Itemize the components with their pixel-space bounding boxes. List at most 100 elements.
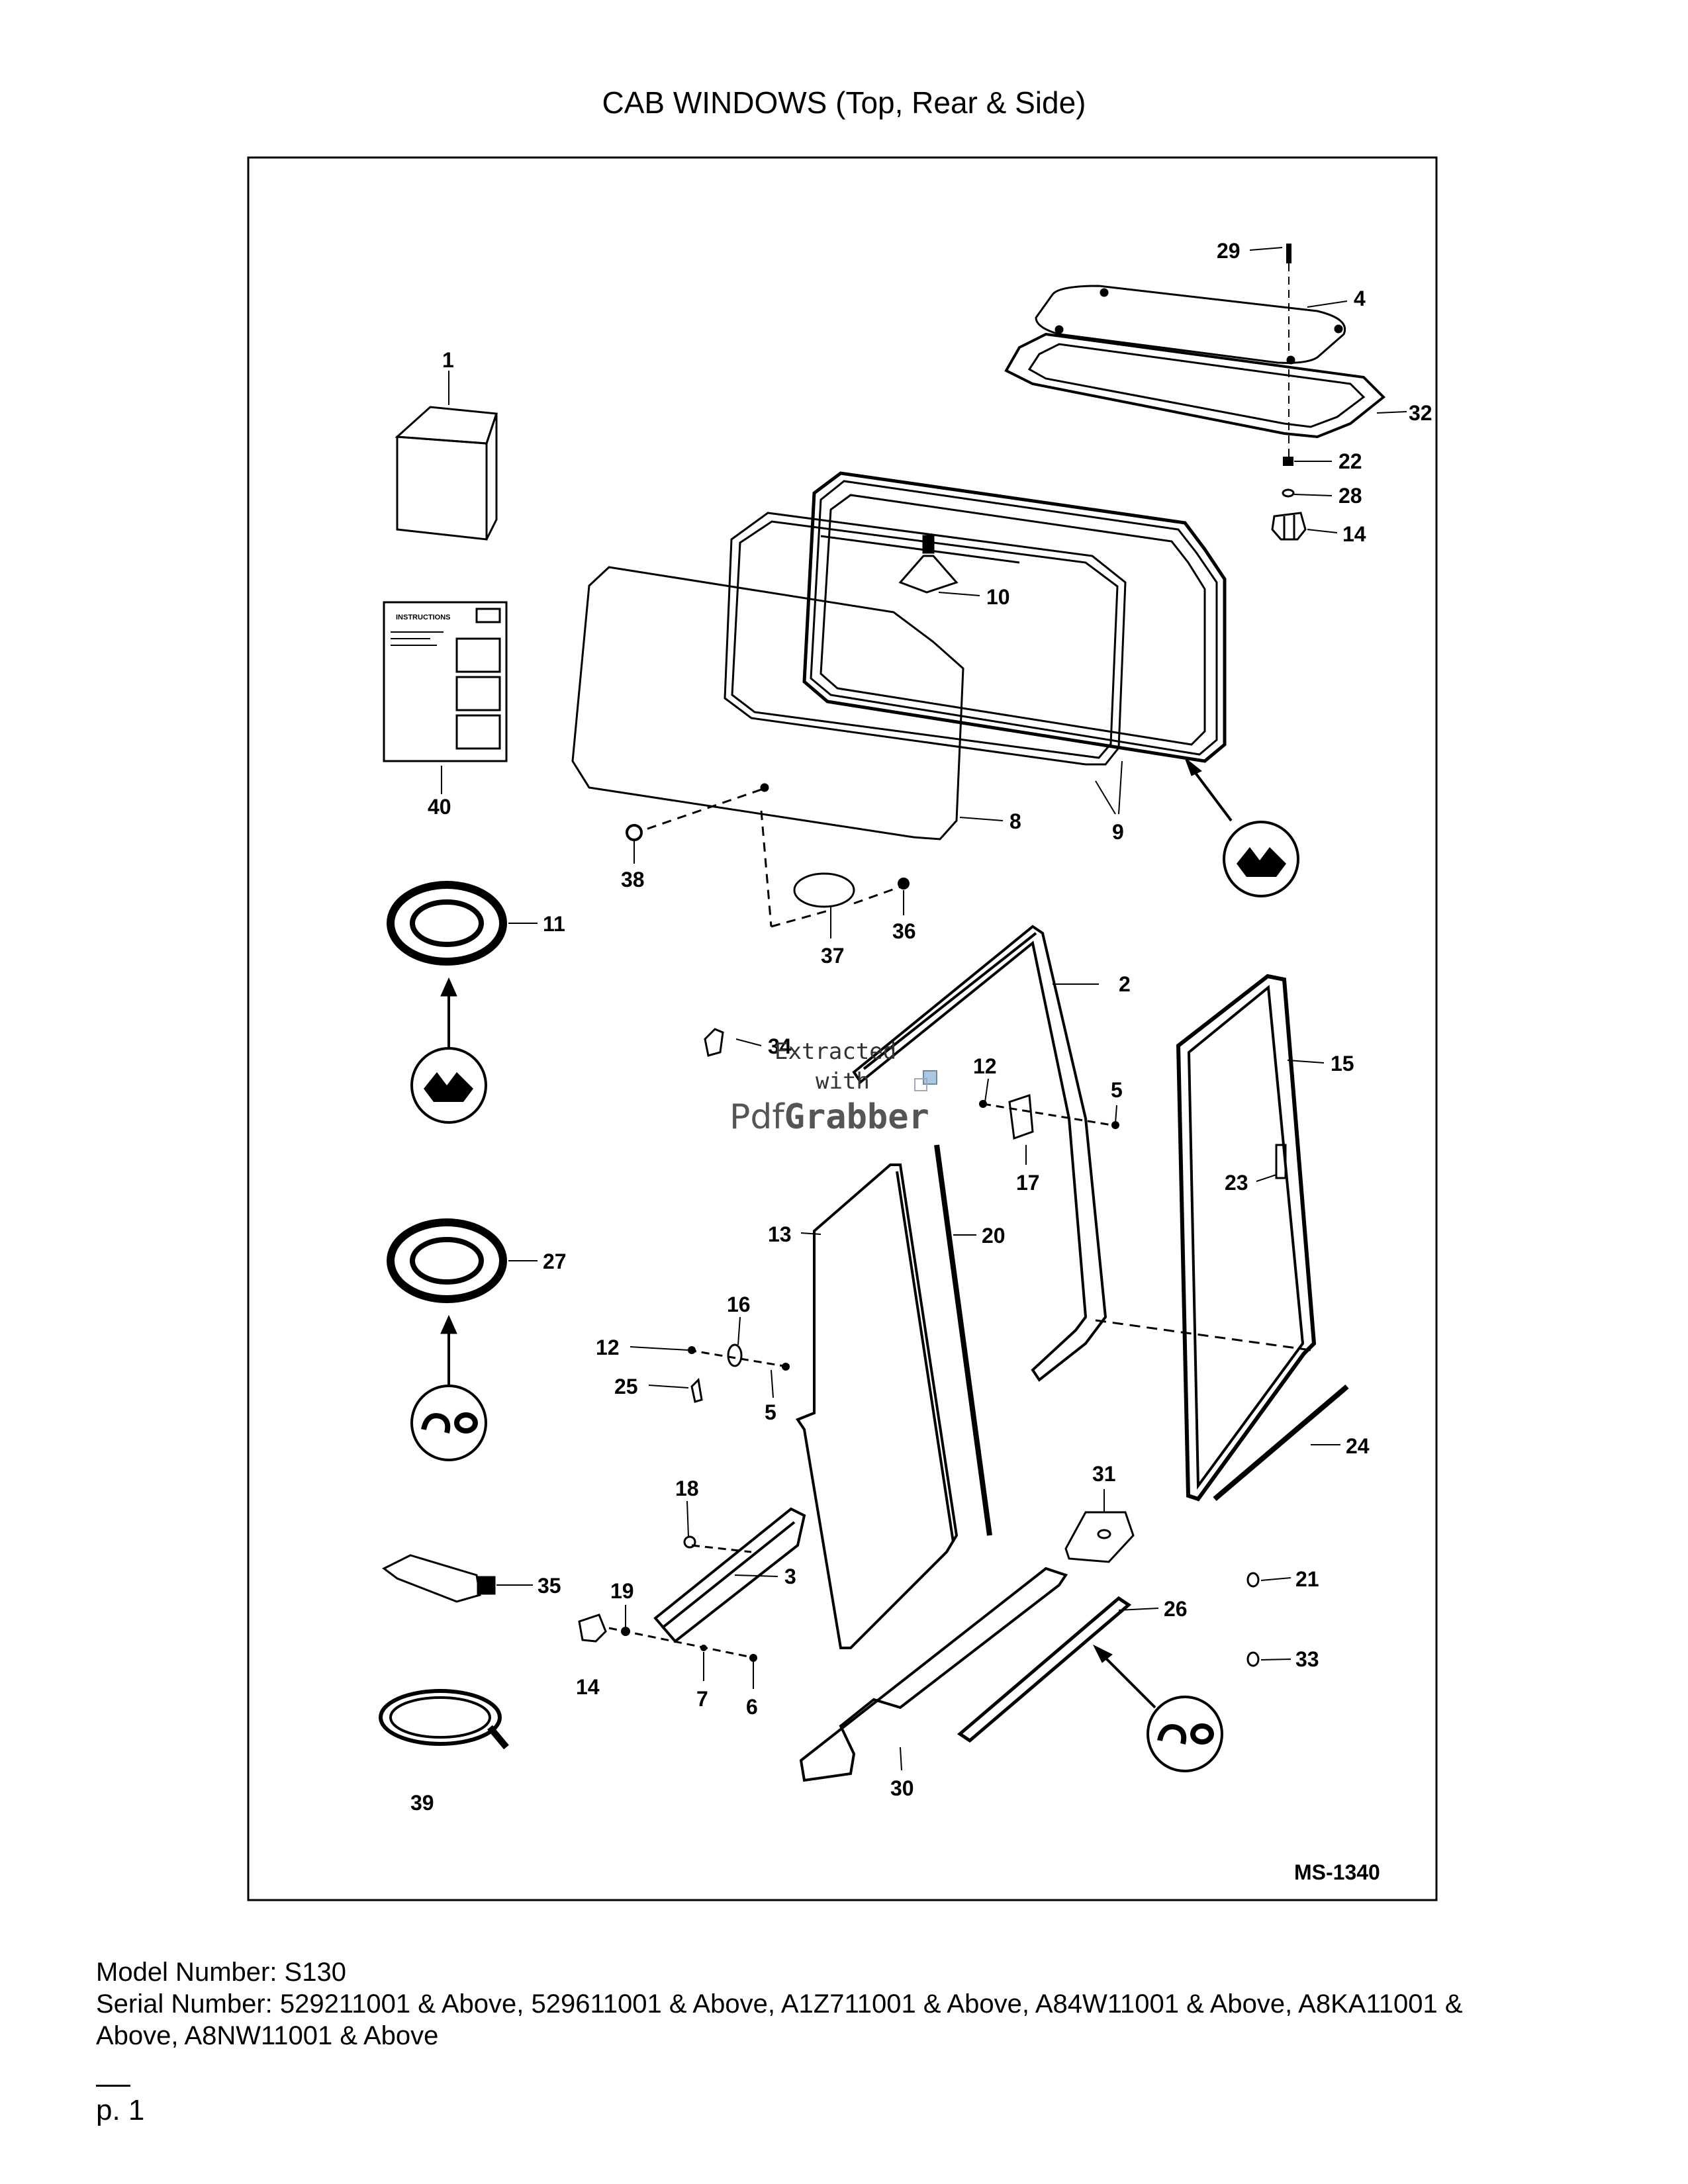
part-39-hose: [379, 1689, 509, 1750]
callout-13: 13: [768, 1222, 792, 1246]
watermark-line2: with: [816, 1068, 870, 1095]
callout-37: 37: [821, 944, 845, 968]
model-number: Model Number: S130: [96, 1958, 346, 1987]
callout-24: 24: [1346, 1434, 1370, 1458]
serial-numbers-line1: Serial Number: 529211001 & Above, 529611…: [96, 1989, 1463, 2019]
part-6-screw: [749, 1654, 757, 1662]
callout-9: 9: [1112, 820, 1124, 844]
part-33-grommet: [1246, 1651, 1260, 1667]
callout-29: 29: [1217, 239, 1241, 263]
part-1-box: [395, 406, 498, 541]
diagram-frame: [247, 156, 1438, 1901]
part-14-knob-lower: [578, 1614, 607, 1643]
callout-26: 26: [1164, 1597, 1188, 1621]
callout-32: 32: [1409, 401, 1432, 425]
part-37-cable: [793, 872, 855, 908]
part-8-glass: [571, 566, 964, 841]
callout-5-mid: 5: [765, 1400, 776, 1424]
part-38-washer: [626, 824, 643, 841]
part-10-latch: [820, 535, 1020, 594]
callout-15: 15: [1331, 1052, 1354, 1075]
callout-36: 36: [892, 919, 916, 943]
part-11-seal-coil: [387, 881, 507, 966]
callout-1: 1: [442, 348, 454, 372]
part-7-washer: [700, 1645, 707, 1651]
watermark-brand-part1: Pdf: [729, 1097, 785, 1137]
part-21-grommet: [1246, 1572, 1260, 1588]
part-34-bracket: [704, 1028, 724, 1057]
part-40-instructions-sheet: [383, 601, 508, 762]
part-32-top-seal: [1004, 332, 1385, 439]
callout-23: 23: [1225, 1171, 1248, 1195]
part-13-door-panel: [795, 1163, 959, 1649]
part-14-knob-top: [1271, 512, 1307, 541]
part-5-nut-upper: [1111, 1121, 1119, 1129]
serial-numbers-line2: Above, A8NW11001 & Above: [96, 2021, 439, 2050]
callout-39: 39: [410, 1791, 434, 1815]
part-30-sill: [799, 1567, 1068, 1782]
part-24-seal-strip: [1213, 1384, 1349, 1502]
callout-25: 25: [614, 1375, 638, 1398]
part-16-washer: [727, 1343, 743, 1367]
hardware-leader-rail: [691, 1544, 752, 1553]
part-17-latch: [982, 1093, 1113, 1140]
callout-12-upper: 12: [973, 1054, 997, 1078]
part-28: [1282, 488, 1295, 498]
watermark-brand-part2: Grabber: [784, 1097, 929, 1137]
arrow-up-11: [440, 977, 457, 1049]
callout-2: 2: [1119, 972, 1131, 996]
part-36-nut: [898, 878, 910, 889]
page-number: p. 1: [96, 2094, 145, 2126]
callout-38: 38: [621, 868, 645, 891]
part-12-screw-upper: [979, 1100, 987, 1108]
callout-20: 20: [982, 1224, 1006, 1248]
arrow-to-rear-frame: [1184, 756, 1233, 822]
instructions-sheet-label: INSTRUCTIONS: [396, 614, 451, 621]
part-31-block: [1064, 1511, 1135, 1563]
watermark: Extracted with PdfGrabber: [729, 1038, 937, 1137]
callout-7: 7: [696, 1687, 708, 1711]
callout-12-mid: 12: [596, 1336, 620, 1359]
callout-14-lower: 14: [576, 1675, 600, 1699]
part-25-clip: [690, 1377, 703, 1403]
part-26-trim: [957, 1596, 1132, 1743]
part-15-door-frame: [1176, 974, 1317, 1502]
part-23-hinge: [1275, 1144, 1287, 1179]
cutter-tool-icon: [410, 1047, 487, 1124]
callout-8: 8: [1009, 809, 1021, 833]
part-5-nut-mid: [782, 1363, 790, 1371]
callout-34: 34: [768, 1034, 792, 1058]
part-20-strip: [934, 1144, 992, 1536]
hardware-leader-bottom: [608, 1627, 755, 1659]
callout-35: 35: [538, 1574, 561, 1598]
callout-3: 3: [784, 1565, 796, 1588]
callout-28: 28: [1338, 484, 1362, 508]
part-12-screw-mid: [688, 1346, 696, 1354]
callout-30: 30: [890, 1776, 914, 1800]
callout-leaders: [441, 247, 1407, 1771]
callout-33: 33: [1295, 1647, 1319, 1671]
callout-5-upper: 5: [1111, 1078, 1123, 1102]
part-19-washer: [621, 1627, 630, 1636]
part-fastener-leaders: [641, 788, 901, 928]
callout-14-top: 14: [1342, 522, 1366, 546]
footer-divider: [96, 2085, 130, 2087]
bead-icon: [410, 1385, 487, 1461]
part-4-top-window: [1035, 285, 1346, 365]
callout-16: 16: [727, 1293, 751, 1316]
callout-22: 22: [1338, 449, 1362, 473]
frame-connector-dashes: [1095, 1319, 1311, 1351]
callout-21: 21: [1295, 1567, 1319, 1591]
part-18-pin: [683, 1535, 696, 1549]
part-35-tube: [382, 1554, 496, 1603]
watermark-brand: PdfGrabber: [729, 1097, 929, 1137]
part-22: [1283, 457, 1293, 466]
part-27-seal-coil: [387, 1218, 507, 1303]
callout-labels: 1 40 29 4 32 22 28 14 10 8 9 38 37 36 11…: [410, 239, 1432, 1815]
callout-6: 6: [746, 1695, 758, 1719]
watermark-logo-icon: [923, 1070, 937, 1085]
callout-11: 11: [543, 912, 565, 936]
callout-40: 40: [428, 795, 451, 819]
page-title: CAB WINDOWS (Top, Rear & Side): [602, 85, 1086, 120]
bead-icon: [1147, 1696, 1223, 1772]
